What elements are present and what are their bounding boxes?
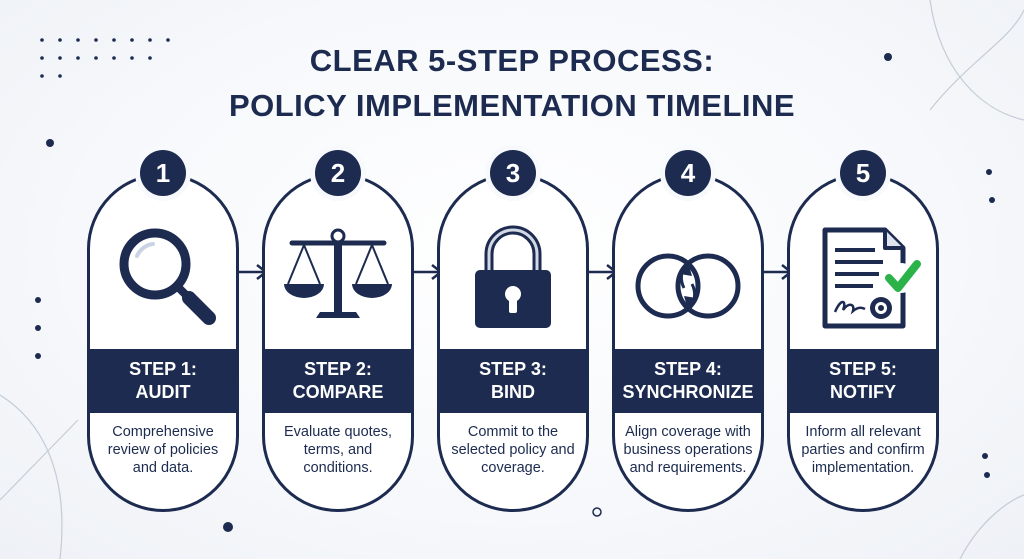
- step-number-badge: 5: [840, 150, 886, 196]
- step-description: Evaluate quotes, terms, and conditions.: [283, 424, 393, 476]
- step-label-line-1: STEP 2:: [304, 359, 372, 379]
- step-number-badge: 3: [490, 150, 536, 196]
- step-number-badge: 4: [665, 150, 711, 196]
- step-description: Commit to the selected policy and covera…: [451, 424, 575, 476]
- step-label-line-1: STEP 5:: [829, 359, 897, 379]
- step-label-line-2: NOTIFY: [830, 382, 896, 402]
- step-label-line-2: SYNCHRONIZE: [622, 382, 754, 402]
- step-label-band: STEP 4: SYNCHRONIZE: [615, 349, 761, 413]
- step-label-line-2: COMPARE: [292, 382, 384, 402]
- page-title-line-1: CLEAR 5-STEP PROCESS:: [309, 43, 715, 78]
- step-pill: STEP 2: COMPARE Evaluate quotes, terms, …: [262, 173, 414, 512]
- step-label-band: STEP 3: BIND: [440, 349, 586, 413]
- step-description: Inform all relevant parties and confirm …: [801, 424, 925, 476]
- padlock-icon: [475, 225, 551, 328]
- step-number-badge: 1: [140, 150, 186, 196]
- step-card-3: 3 STEP 3: BIND Commit to the selected po…: [437, 150, 589, 512]
- step-number-badge: 2: [315, 150, 361, 196]
- sync-circles-icon: [635, 253, 741, 319]
- step-pill: STEP 4: SYNCHRONIZE Align coverage with …: [612, 173, 764, 512]
- step-label-line-2: AUDIT: [135, 382, 191, 402]
- step-label-band: STEP 5: NOTIFY: [790, 349, 936, 413]
- magnifying-glass-icon: [119, 228, 216, 325]
- step-label-line-2: BIND: [491, 382, 535, 402]
- step-card-1: 1 STEP 1: AUDIT Comprehensive review of …: [87, 150, 239, 512]
- step-label-line-1: STEP 3:: [479, 359, 547, 379]
- step-label-line-1: STEP 1:: [129, 359, 197, 379]
- step-card-4: 4 STEP 4: SYNCHRONIZE Align coverage wit…: [612, 150, 764, 512]
- step-card-2: 2 STEP 2: COMPARE Evaluate quotes, terms…: [262, 150, 414, 512]
- step-description: Align coverage with business operations …: [623, 424, 753, 476]
- step-label-line-1: STEP 4:: [654, 359, 722, 379]
- step-card-5: 5 STEP 5: NOTIFY Inform all relevant par…: [787, 150, 939, 512]
- step-label-band: STEP 1: AUDIT: [90, 349, 236, 413]
- page-title-line-2: POLICY IMPLEMENTATION TIMELINE: [228, 88, 796, 123]
- step-pill: STEP 1: AUDIT Comprehensive review of po…: [87, 173, 239, 512]
- step-pill: STEP 5: NOTIFY Inform all relevant parti…: [787, 173, 939, 512]
- step-label-band: STEP 2: COMPARE: [265, 349, 411, 413]
- balance-scale-icon: [284, 228, 392, 318]
- step-pill: STEP 3: BIND Commit to the selected poli…: [437, 173, 589, 512]
- step-description: Comprehensive review of policies and dat…: [107, 424, 219, 476]
- certified-document-icon: [822, 227, 921, 329]
